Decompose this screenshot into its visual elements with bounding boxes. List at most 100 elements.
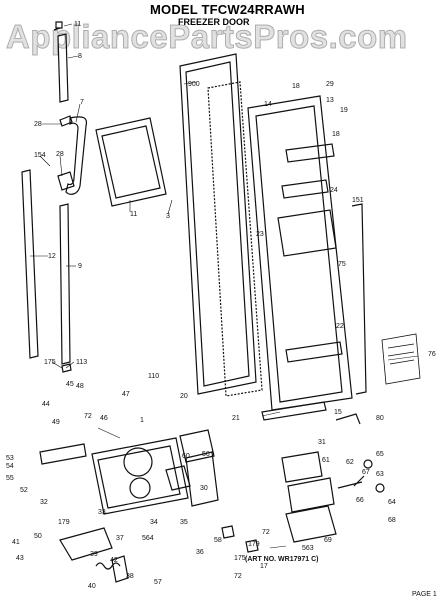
instruction-sheet-part — [381, 333, 421, 385]
callout-number: 113 — [76, 359, 87, 366]
actuator-part — [111, 555, 129, 583]
callout-number: 9 — [78, 263, 82, 270]
callout-number: 1 — [140, 417, 144, 424]
dispenser-recess-part — [277, 209, 337, 257]
callout-number: 69 — [324, 537, 332, 544]
bracket-part — [185, 451, 219, 507]
shelf-part — [285, 341, 343, 363]
callout-number: 54 — [6, 463, 14, 470]
callout-number: 60 — [182, 453, 190, 460]
callout-number: 564 — [142, 535, 154, 542]
motor-part — [123, 447, 153, 499]
callout-number: 65 — [376, 451, 384, 458]
callout-number: 53 — [6, 455, 14, 462]
callout-number: 66 — [356, 497, 364, 504]
callout-number: 36 — [196, 549, 204, 556]
shelf-part — [281, 179, 329, 199]
lever-part — [59, 527, 113, 561]
rod-part — [351, 203, 367, 395]
callout-number: 45 — [66, 381, 74, 388]
callout-number: 47 — [122, 391, 130, 398]
callout-number: 42 — [110, 557, 118, 564]
callout-number: 179 — [248, 541, 260, 548]
callout-number: 29 — [326, 81, 334, 88]
rod-part — [335, 413, 361, 425]
callout-number: 11 — [74, 21, 81, 28]
callout-number: 151 — [352, 197, 364, 204]
callout-number: 14 — [264, 101, 272, 108]
callout-number: 55 — [6, 475, 14, 482]
callout-number: 8 — [78, 53, 82, 60]
watermark: AppliancePartsPros.com — [6, 18, 408, 56]
callout-number: 3 — [166, 213, 170, 220]
bracket-small-part — [245, 539, 259, 553]
crusher-body-part — [287, 477, 335, 513]
callout-number: 39 — [90, 551, 98, 558]
callout-number: 49 — [52, 419, 60, 426]
callout-number: 19 — [340, 107, 348, 114]
callout-number: 175 — [44, 359, 56, 366]
callout-number: 80 — [376, 415, 384, 422]
callout-number: 41 — [12, 539, 20, 546]
side-rail-part — [59, 203, 71, 365]
switch-small-part — [221, 525, 235, 539]
callout-number: 35 — [180, 519, 188, 526]
page-label: PAGE 1 — [412, 591, 437, 598]
callout-number: 154 — [34, 152, 46, 159]
callout-number: 20 — [180, 393, 188, 400]
callout-number: 21 — [232, 415, 240, 422]
callout-number: 31 — [318, 439, 326, 446]
callout-number: 13 — [326, 97, 334, 104]
art-number: (ART NO. WR17971 C) — [245, 556, 319, 563]
callout-number: 24 — [330, 187, 338, 194]
callout-number: 68 — [388, 517, 396, 524]
dispenser-cover-part — [39, 443, 87, 465]
callout-number: 175 — [234, 555, 246, 562]
callout-number: 30 — [200, 485, 208, 492]
callout-number: 33 — [98, 509, 106, 516]
callout-number: 38 — [126, 573, 134, 580]
callout-number: 72 — [84, 413, 92, 420]
callout-number: 15 — [334, 409, 342, 416]
callout-number: 563 — [302, 545, 314, 552]
callout-number: 28 — [34, 121, 42, 128]
callout-number: 50 — [34, 533, 42, 540]
callout-number: 7 — [80, 99, 84, 106]
handle-part — [65, 116, 88, 195]
callout-number: 72 — [234, 573, 242, 580]
callout-number: 22 — [336, 323, 344, 330]
hinge-bracket-part — [53, 21, 63, 31]
callout-number: 76 — [428, 351, 436, 358]
door-liner-part — [247, 95, 353, 411]
callout-number: 18 — [332, 131, 340, 138]
callout-number: 110 — [148, 373, 159, 380]
callout-number: 40 — [88, 583, 96, 590]
callout-number: 67 — [362, 469, 370, 476]
callout-number: 56 — [202, 451, 210, 458]
switch-part — [179, 429, 215, 463]
callout-number: 23 — [256, 231, 264, 238]
callout-number: 48 — [76, 383, 84, 390]
spring-part — [95, 562, 121, 570]
callout-number: 37 — [116, 535, 124, 542]
ice-bucket-part — [285, 505, 337, 543]
callout-number: 44 — [42, 401, 50, 408]
callout-number: 43 — [16, 555, 24, 562]
page-subtitle: FREEZER DOOR — [178, 17, 250, 27]
callout-number: 900 — [188, 81, 200, 88]
door-gasket-part — [207, 81, 263, 397]
access-panel-part — [95, 117, 167, 207]
small-clip-part — [61, 363, 72, 373]
shelf-part — [285, 143, 335, 163]
callout-number: 61 — [322, 457, 330, 464]
callout-number: 34 — [150, 519, 158, 526]
callout-number: 12 — [48, 253, 56, 260]
door-outer-panel-part — [179, 53, 257, 395]
crusher-housing-part — [281, 451, 323, 483]
callout-number: 18 — [292, 83, 300, 90]
crusher-blade-part — [337, 475, 365, 489]
callout-number: 52 — [20, 487, 28, 494]
